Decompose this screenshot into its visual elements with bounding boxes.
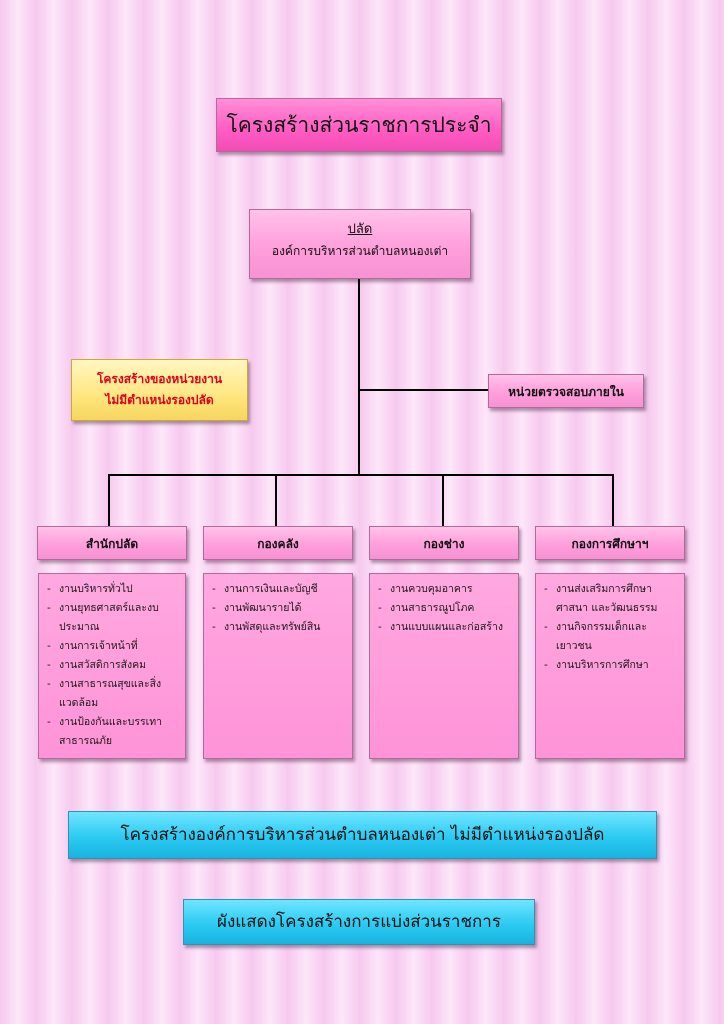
footer-banner-2: ผังแสดงโครงสร้างการแบ่งส่วนราชการ	[183, 899, 535, 945]
connector-div-4	[612, 474, 614, 526]
division-name: กองการศึกษาฯ	[571, 537, 649, 551]
division-header-3: กองช่าง	[369, 526, 519, 560]
connector-div-3	[442, 474, 444, 526]
audit-box: หน่วยตรวจสอบภายใน	[488, 374, 644, 408]
task-item: งานสวัสดิการสังคม	[41, 656, 181, 675]
task-list: งานควบคุมอาคาร งานสาธารณูปโภค งานแบบแผนแ…	[372, 580, 514, 637]
connector-main-vertical	[358, 279, 360, 476]
task-list-4: งานส่งเสริมการศึกษาศาสนา และวัฒนธรรม งาน…	[535, 573, 685, 759]
connector-div-2	[275, 474, 277, 526]
task-item: งานบริหารการศึกษา	[538, 656, 680, 675]
connector-div-1	[108, 474, 110, 526]
task-item: งานการเงินและบัญชี	[206, 580, 348, 599]
task-list-2: งานการเงินและบัญชี งานพัฒนารายได้ งานพัส…	[203, 573, 353, 759]
task-item: งานควบคุมอาคาร	[372, 580, 514, 599]
task-item: งานแบบแผนและก่อสร้าง	[372, 618, 514, 637]
task-item: งานสาธารณสุขและสิ่งแวดล้อม	[41, 675, 181, 713]
chief-org: องค์การบริหารส่วนตำบลหนองเต่า	[271, 244, 449, 258]
audit-label: หน่วยตรวจสอบภายใน	[508, 385, 624, 399]
task-item: งานกิจกรรมเด็กและเยาวชน	[538, 618, 680, 656]
chart-title-box: โครงสร้างส่วนราชการประจำ	[216, 98, 502, 152]
task-item: งานยุทธศาสตร์และงบประมาณ	[41, 599, 181, 637]
task-item: งานบริหารทั่วไป	[41, 580, 181, 599]
chief-box: ปลัด องค์การบริหารส่วนตำบลหนองเต่า	[249, 209, 471, 279]
task-item: งานป้องกันและบรรเทาสาธารณภัย	[41, 713, 181, 751]
task-item: งานการเจ้าหน้าที่	[41, 637, 181, 656]
footer-text-2: ผังแสดงโครงสร้างการแบ่งส่วนราชการ	[217, 912, 501, 932]
task-list: งานการเงินและบัญชี งานพัฒนารายได้ งานพัส…	[206, 580, 348, 637]
division-header-4: กองการศึกษาฯ	[535, 526, 685, 560]
chief-position: ปลัด	[347, 222, 373, 237]
connector-horizontal-bar	[108, 474, 614, 476]
task-item: งานพัสดุและทรัพย์สิน	[206, 618, 348, 637]
connector-audit	[358, 389, 488, 391]
note-line-1: โครงสร้างของหน่วยงาน	[96, 372, 223, 386]
note-line-2: ไม่มีตำแหน่งรองปลัด	[105, 393, 214, 407]
footer-text-1: โครงสร้างองค์การบริหารส่วนตำบลหนองเต่า ไ…	[120, 825, 605, 845]
note-box: โครงสร้างของหน่วยงาน ไม่มีตำแหน่งรองปลัด	[71, 359, 248, 421]
division-name: กองคลัง	[257, 537, 299, 551]
division-name: สำนักปลัด	[85, 537, 139, 551]
division-header-2: กองคลัง	[203, 526, 353, 560]
footer-banner-1: โครงสร้างองค์การบริหารส่วนตำบลหนองเต่า ไ…	[68, 811, 657, 859]
task-list: งานบริหารทั่วไป งานยุทธศาสตร์และงบประมาณ…	[41, 580, 181, 751]
task-item: งานพัฒนารายได้	[206, 599, 348, 618]
chart-title: โครงสร้างส่วนราชการประจำ	[226, 113, 492, 137]
task-item: งานส่งเสริมการศึกษาศาสนา และวัฒนธรรม	[538, 580, 680, 618]
task-list-1: งานบริหารทั่วไป งานยุทธศาสตร์และงบประมาณ…	[38, 573, 186, 759]
division-header-1: สำนักปลัด	[37, 526, 187, 560]
task-list: งานส่งเสริมการศึกษาศาสนา และวัฒนธรรม งาน…	[538, 580, 680, 675]
task-item: งานสาธารณูปโภค	[372, 599, 514, 618]
task-list-3: งานควบคุมอาคาร งานสาธารณูปโภค งานแบบแผนแ…	[369, 573, 519, 759]
division-name: กองช่าง	[423, 537, 465, 551]
